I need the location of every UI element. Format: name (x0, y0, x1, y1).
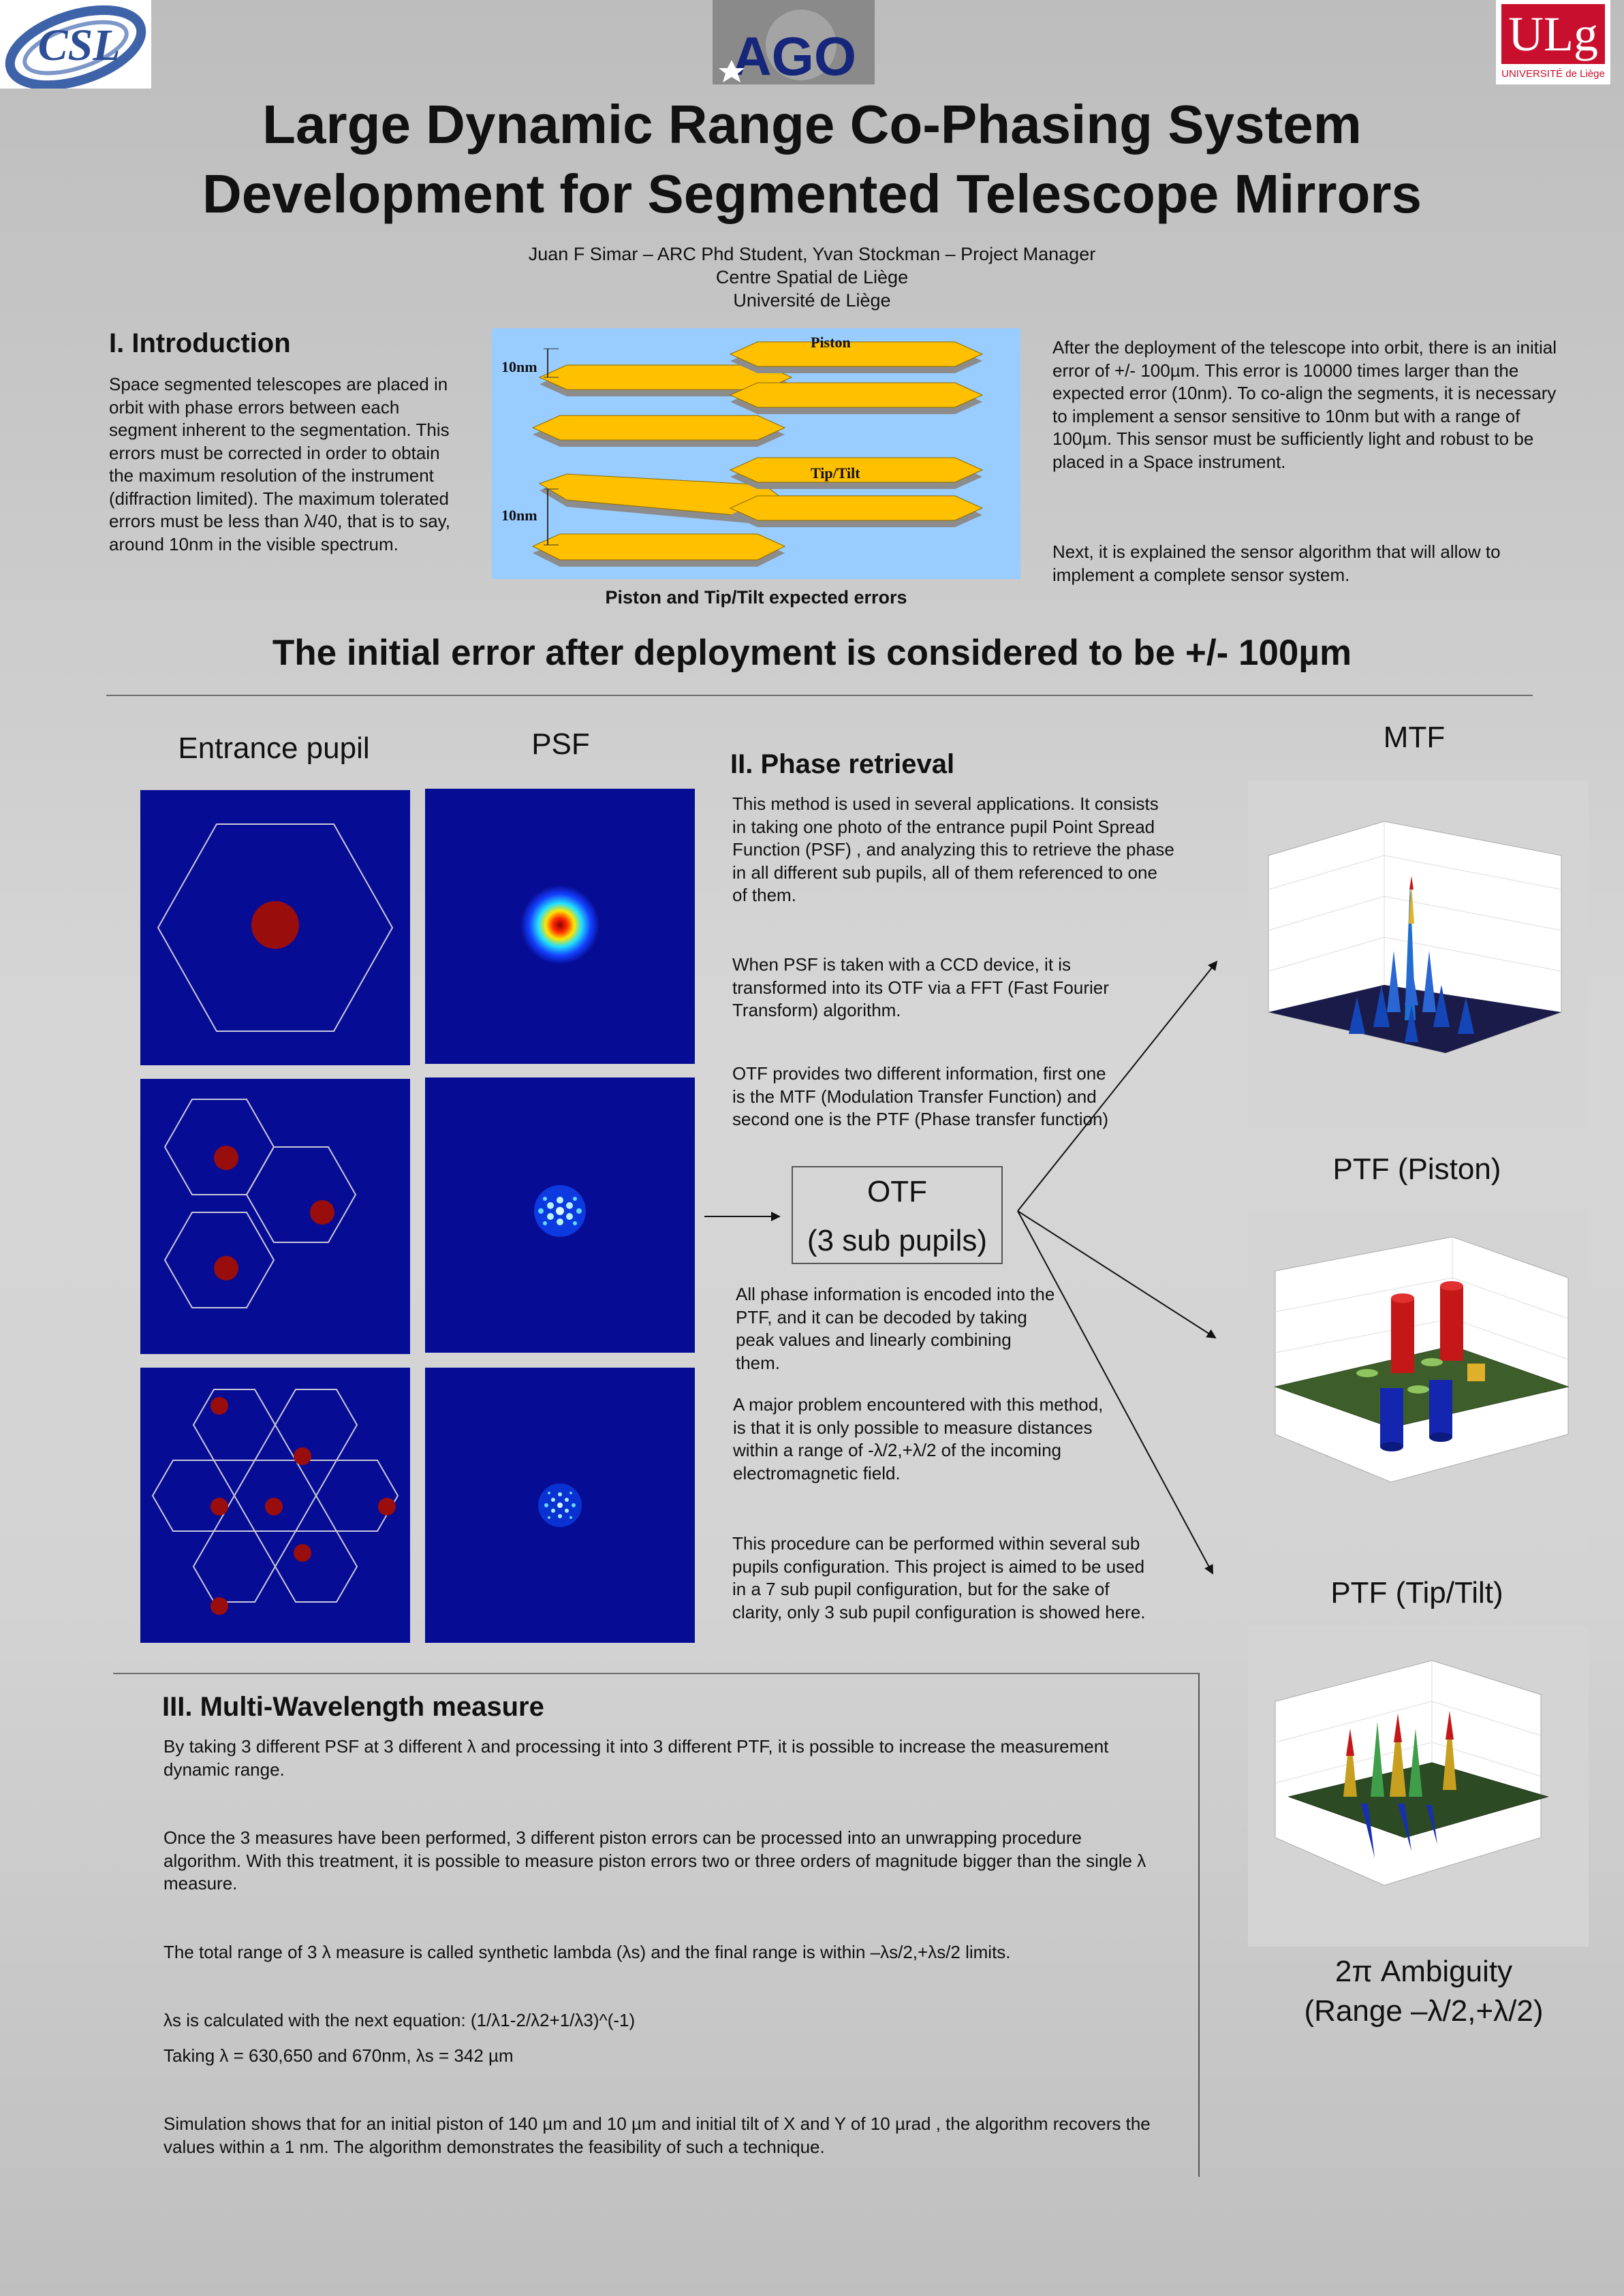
authors-names: Juan F Simar – ARC Phd Student, Yvan Sto… (528, 244, 1096, 264)
pupil-panel-three (140, 1079, 410, 1354)
intro-body: Space segmented telescopes are placed in… (109, 374, 450, 554)
csl-logo-text: CSL (37, 20, 120, 70)
poster-title-line2: Development for Segmented Telescope Mirr… (202, 163, 1422, 224)
multi-paragraph-2: Once the 3 measures have been performed,… (163, 1827, 1146, 1893)
psf-panel-single (425, 789, 695, 1064)
figure-scale-piston: 10nm (501, 358, 537, 375)
multi-paragraph-3: The total range of 3 λ measure is called… (163, 1942, 1011, 1962)
phase-paragraph-5: A major problem encountered with this me… (733, 1394, 1104, 1483)
phase-paragraph-1: This method is used in several applicati… (732, 793, 1174, 905)
multi-paragraph-1: By taking 3 different PSF at 3 different… (163, 1736, 1109, 1780)
right-intro-paragraph-1: After the deployment of the telescope in… (1052, 337, 1557, 472)
psf-panel-three (425, 1078, 695, 1353)
figure-label-tiptilt: Tip/Tilt (811, 465, 860, 482)
authors-institution: Centre Spatial de Liège (715, 267, 909, 287)
phase-paragraph-3: OTF provides two different information, … (732, 1063, 1109, 1129)
ulg-logo-text: ULg (1508, 7, 1598, 61)
phase-paragraph-4: All phase information is encoded into th… (736, 1284, 1055, 1373)
multi-paragraph-5: Taking λ = 630,650 and 670nm, λs = 342 µ… (163, 2045, 514, 2066)
multi-section-top-rule (113, 1673, 1199, 1674)
piston-tiptilt-figure: 10nm 10nm Piston Tip/Tilt (492, 328, 1020, 579)
multi-section-right-rule (1198, 1673, 1200, 2177)
poster-title: Large Dynamic Range Co-Phasing System De… (0, 90, 1624, 229)
flow-arrows (704, 960, 1218, 1575)
otf-box: OTF (3 sub pupils) (792, 1166, 1003, 1264)
multi-paragraph-6: Simulation shows that for an initial pis… (163, 2113, 1151, 2157)
label-ptf-piston: PTF (Piston) (1332, 1152, 1501, 1186)
ago-logo: AGO (713, 0, 875, 84)
ago-logo-text: AGO (732, 26, 856, 84)
ulg-logo-subtitle: UNIVERSITÉ de Liège (1501, 68, 1605, 80)
poster-title-line1: Large Dynamic Range Co-Phasing System (262, 94, 1362, 155)
otf-box-title: OTF (867, 1175, 927, 1208)
headline: The initial error after deployment is co… (272, 633, 1352, 673)
phase-paragraph-6: This procedure can be performed within s… (732, 1533, 1146, 1622)
label-ambiguity: 2π Ambiguity (1334, 1955, 1513, 1988)
label-ambiguity-range: (Range –λ/2,+λ/2) (1304, 1994, 1544, 2028)
label-entrance-pupil: Entrance pupil (178, 732, 370, 765)
right-intro-paragraph-2: Next, it is explained the sensor algorit… (1052, 541, 1501, 585)
authors-university: Université de Liège (733, 290, 891, 311)
ulg-logo: ULg UNIVERSITÉ de Liège (1496, 0, 1610, 84)
pupil-panel-seven (140, 1368, 410, 1643)
label-psf: PSF (531, 727, 590, 761)
phase-heading: II. Phase retrieval (730, 749, 955, 779)
intro-heading: I. Introduction (109, 328, 291, 358)
headline-rule (106, 695, 1533, 696)
label-ptf-tiptilt: PTF (Tip/Tilt) (1330, 1576, 1503, 1609)
pupil-panel-single (140, 790, 410, 1065)
phase-paragraph-2: When PSF is taken with a CCD device, it … (732, 954, 1109, 1020)
label-mtf: MTF (1383, 721, 1446, 754)
multi-heading: III. Multi-Wavelength measure (162, 1692, 544, 1722)
multi-paragraph-4: λs is calculated with the next equation:… (163, 2010, 636, 2030)
otf-box-subtitle: (3 sub pupils) (807, 1224, 988, 1257)
figure-caption: Piston and Tip/Tilt expected errors (605, 587, 907, 608)
figure-label-piston: Piston (811, 334, 851, 351)
csl-logo: CSL (0, 0, 151, 89)
psf-panel-seven (425, 1368, 695, 1643)
mtf-plot (1248, 781, 1589, 1128)
authors-block: Juan F Simar – ARC Phd Student, Yvan Sto… (0, 242, 1624, 312)
ptf-tiptilt-plot (1248, 1626, 1589, 1947)
figure-scale-tiptilt: 10nm (501, 507, 537, 524)
ptf-piston-plot (1248, 1210, 1589, 1550)
